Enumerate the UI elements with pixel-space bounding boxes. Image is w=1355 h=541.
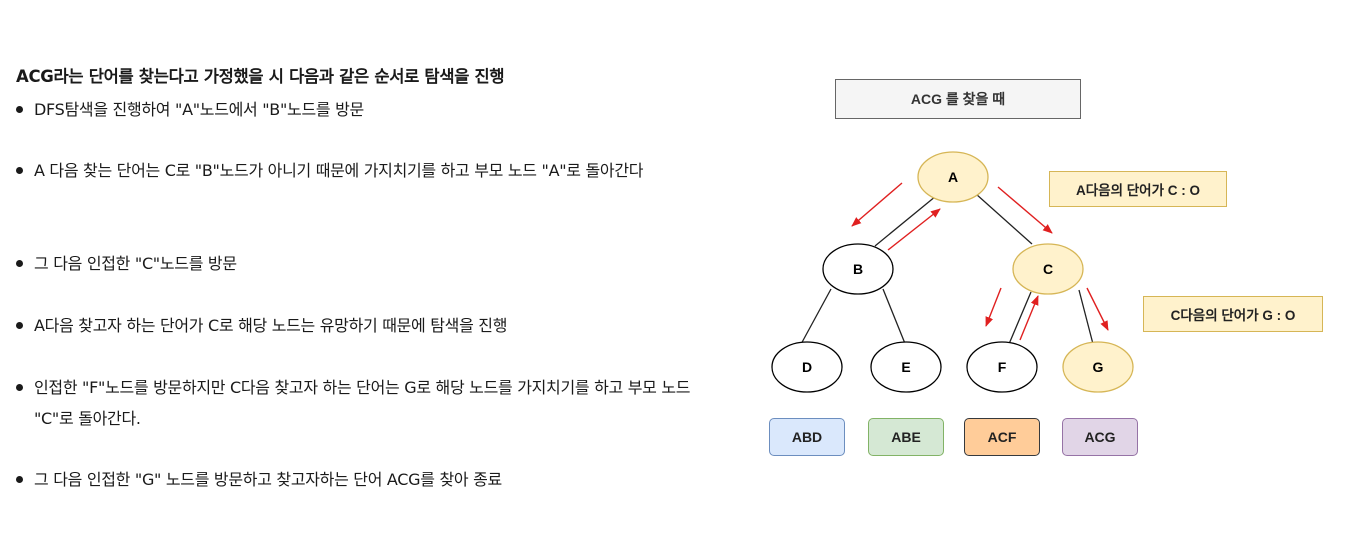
- explanation-column: ACG라는 단어를 찾는다고 가정했을 시 다음과 같은 순서로 탐색을 진행: [16, 64, 736, 90]
- node-g-label: G: [1093, 359, 1104, 375]
- edge-b-d: [799, 288, 832, 347]
- arrow-a-to-b: [851, 182, 903, 227]
- edge-b-e: [882, 288, 907, 347]
- node-c-label: C: [1043, 261, 1053, 277]
- node-e-label: E: [901, 359, 910, 375]
- node-f-label: F: [998, 359, 1007, 375]
- edge-a-b: [874, 195, 937, 247]
- arrow-b-to-a: [887, 208, 941, 251]
- leaf-acf: ACF: [964, 418, 1040, 456]
- node-e: E: [870, 341, 942, 393]
- edge-c-g: [1078, 289, 1094, 345]
- step-item-5: 인접한 "F"노드를 방문하지만 C다음 찾고자 하는 단어는 G로 해당 노드…: [16, 372, 714, 434]
- step-item-4: A다음 찾고자 하는 단어가 C로 해당 노드는 유망하기 때문에 탐색을 진행: [16, 310, 714, 341]
- traversal-arrows: [851, 182, 1109, 341]
- edge-c-f: [1008, 291, 1032, 345]
- arrow-a-to-c: [997, 186, 1053, 234]
- leaf-abd: ABD: [769, 418, 845, 456]
- step-item-6: 그 다음 인접한 "G" 노드를 방문하고 찾고자하는 단어 ACG를 찾아 종…: [16, 464, 714, 495]
- tree-edges: [799, 193, 1094, 347]
- arrow-c-to-g: [1086, 287, 1109, 331]
- leaf-acg: ACG: [1062, 418, 1138, 456]
- step-item-1: DFS탐색을 진행하여 "A"노드에서 "B"노드를 방문: [16, 94, 714, 125]
- node-b: B: [822, 243, 894, 295]
- tree-svg: A B C D E F G: [771, 151, 1134, 393]
- arrow-c-to-f: [985, 287, 1002, 327]
- node-c: C: [1012, 243, 1084, 295]
- dfs-tree-diagram: ACG 를 찾을 때 A: [760, 70, 1340, 470]
- node-b-label: B: [853, 261, 863, 277]
- node-d: D: [771, 341, 843, 393]
- leaf-abe: ABE: [868, 418, 944, 456]
- edge-a-c: [975, 193, 1033, 245]
- node-d-label: D: [802, 359, 812, 375]
- node-a-label: A: [948, 169, 958, 185]
- node-f: F: [966, 341, 1038, 393]
- note-after-a: A다음의 단어가 C : O: [1049, 171, 1227, 207]
- node-g: G: [1062, 341, 1134, 393]
- step-item-2: A 다음 찾는 단어는 C로 "B"노드가 아니기 때문에 가지치기를 하고 부…: [16, 155, 714, 186]
- diagram-title: ACG 를 찾을 때: [835, 79, 1081, 119]
- arrow-f-to-c: [1019, 295, 1039, 341]
- node-a: A: [917, 151, 989, 203]
- step-item-3: 그 다음 인접한 "C"노드를 방문: [16, 248, 714, 279]
- note-after-c: C다음의 단어가 G : O: [1143, 296, 1323, 332]
- explanation-heading: ACG라는 단어를 찾는다고 가정했을 시 다음과 같은 순서로 탐색을 진행: [16, 67, 505, 86]
